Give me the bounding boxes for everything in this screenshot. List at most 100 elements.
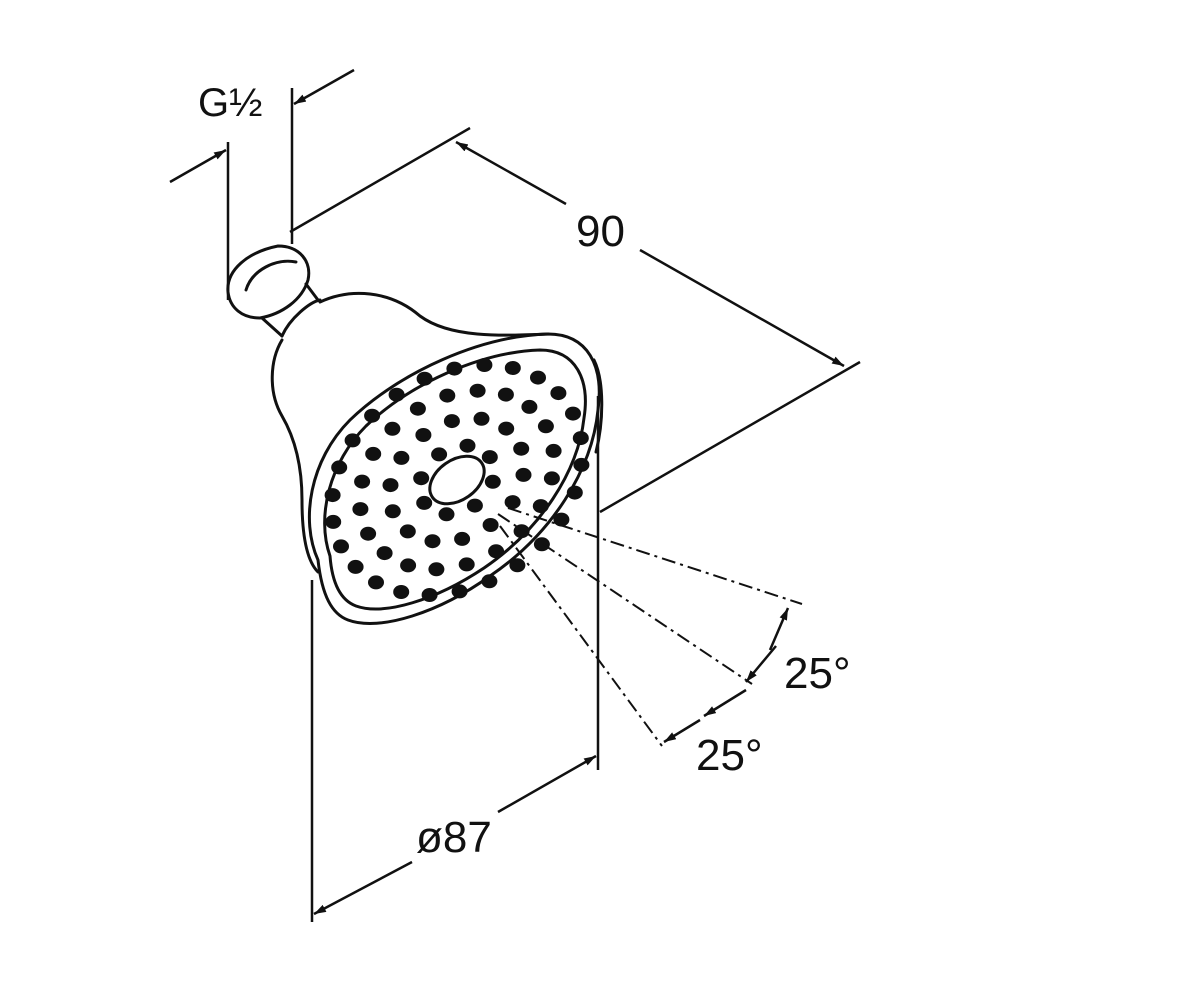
nozzle [504, 495, 521, 510]
nozzle [399, 524, 416, 539]
nozzle [364, 408, 381, 423]
diameter-arrow-b [497, 754, 597, 814]
length-arrow-a [455, 140, 567, 206]
nozzle [424, 534, 441, 549]
nozzle [382, 478, 399, 493]
nozzle [550, 386, 567, 401]
dimension-lines [169, 68, 861, 922]
nozzle [400, 558, 417, 573]
nozzle [415, 428, 432, 442]
upper-angle-arrow-a [768, 607, 790, 651]
nozzle [409, 401, 426, 416]
nozzle [454, 531, 471, 546]
nozzle [476, 358, 493, 372]
length-extension-top [289, 126, 471, 234]
nozzle [344, 433, 361, 448]
nozzle [482, 518, 499, 532]
nozzle [537, 419, 554, 434]
nozzle [333, 539, 349, 554]
lower-angle-arrow-b [663, 718, 701, 744]
cone-body [270, 291, 550, 574]
nozzle [521, 399, 538, 414]
nozzle [388, 387, 405, 402]
spray-angle-upper-label: 25° [784, 649, 851, 698]
nozzle [497, 387, 514, 402]
spray-angle-lines [497, 507, 803, 747]
nozzle [469, 383, 486, 398]
nozzle [543, 471, 560, 486]
nozzle [466, 498, 483, 513]
spray-angle-lower-label: 25° [696, 731, 763, 780]
center-disc [428, 454, 486, 506]
neck-collar [280, 298, 322, 338]
nozzle [413, 471, 430, 486]
spray-line-lower [499, 525, 663, 747]
nozzle [446, 361, 463, 376]
nozzle [443, 414, 460, 429]
nozzle [484, 474, 501, 489]
nozzle [573, 457, 590, 472]
length-extension-bottom [599, 360, 861, 514]
nozzle [416, 371, 433, 386]
nozzle [498, 421, 515, 436]
nozzle [428, 562, 445, 577]
nozzle [393, 450, 410, 465]
nozzle [416, 495, 433, 510]
nozzle [566, 485, 583, 500]
nozzle [347, 559, 364, 574]
nozzle [384, 504, 401, 519]
nozzle [352, 502, 369, 517]
nozzle [504, 361, 521, 375]
nozzle [438, 507, 455, 522]
nozzle [451, 584, 468, 599]
spray-line-middle [497, 513, 753, 685]
nozzle [365, 446, 382, 461]
nozzle [572, 431, 589, 446]
nozzle [393, 585, 410, 599]
nozzle [459, 438, 476, 453]
nozzle [421, 588, 438, 602]
nozzle [513, 524, 530, 539]
spray-angle-arrows [663, 607, 790, 744]
thread-arrow-left [169, 148, 227, 184]
nozzle [384, 421, 401, 436]
nozzle [360, 526, 377, 541]
nozzle [354, 474, 371, 489]
nozzle [439, 388, 456, 403]
diameter-arrow-a [313, 860, 413, 916]
nozzle [553, 512, 570, 527]
nozzle [515, 467, 532, 482]
face-rim-inner [323, 348, 587, 611]
nozzle [325, 514, 342, 529]
nozzle [376, 546, 393, 561]
diameter-label: ø87 [416, 813, 492, 862]
nozzle [431, 447, 448, 462]
nozzle [481, 574, 498, 589]
nozzle [368, 575, 384, 590]
nozzle [509, 558, 526, 573]
nozzle [532, 499, 549, 514]
neck [260, 282, 320, 338]
thread-label: G½ [198, 81, 262, 125]
ball-joint-ring [244, 259, 298, 292]
nozzle [545, 443, 562, 458]
nozzle [530, 370, 546, 385]
nozzle [513, 441, 530, 456]
nozzle [458, 557, 475, 572]
nozzle [533, 537, 550, 552]
length-label: 90 [576, 207, 625, 256]
nozzle [473, 411, 490, 426]
shower-head [226, 244, 604, 625]
nozzle [565, 406, 581, 421]
thread-arrow-right [293, 68, 355, 106]
nozzle [324, 488, 341, 503]
ball-joint [226, 244, 311, 320]
spray-nozzles [324, 358, 590, 602]
nozzle [488, 544, 505, 559]
spray-line-upper [507, 507, 803, 605]
upper-angle-arrow-b [745, 645, 777, 683]
length-arrow-b [639, 248, 845, 368]
nozzle [481, 450, 498, 465]
lower-angle-arrow-a [703, 688, 747, 718]
